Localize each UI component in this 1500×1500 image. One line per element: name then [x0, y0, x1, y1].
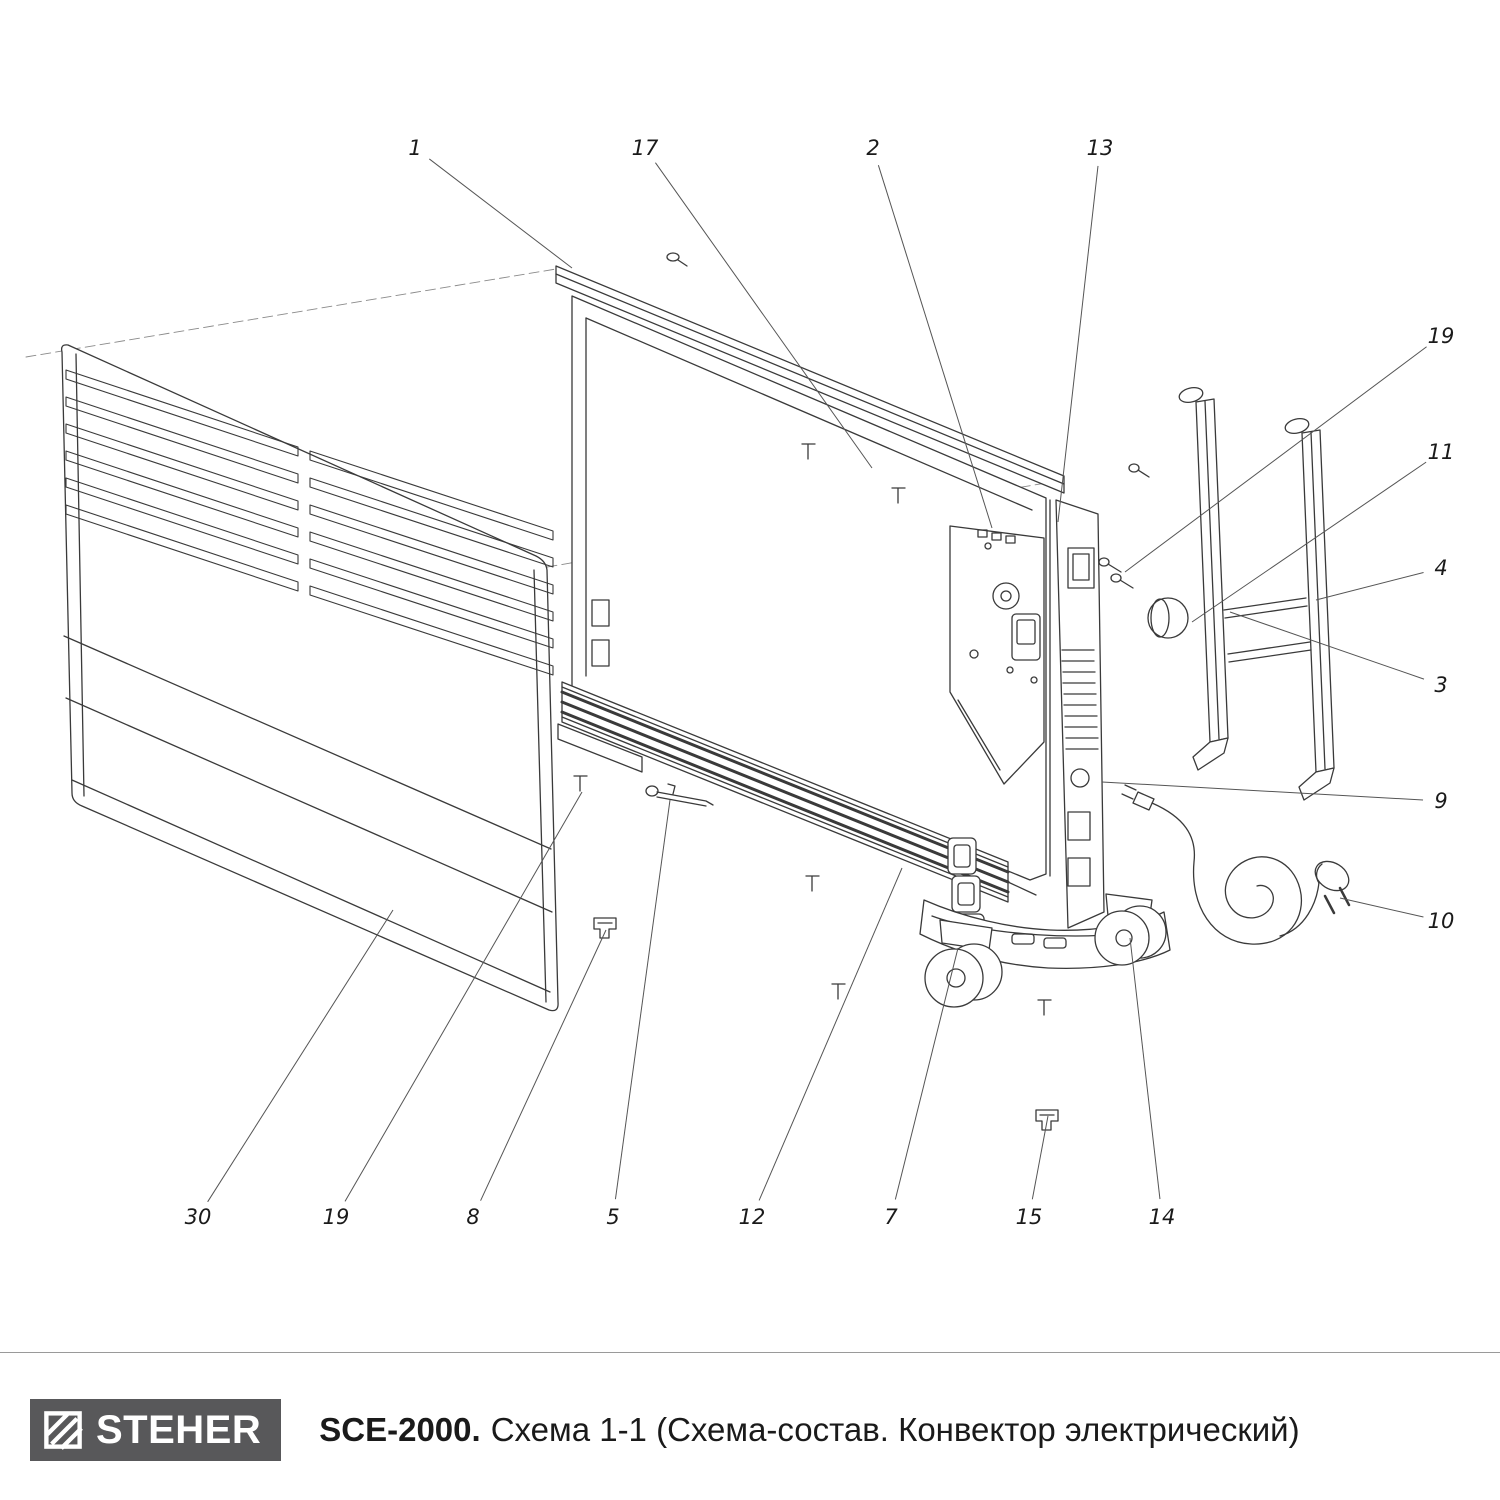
- power-plug: [1314, 860, 1351, 915]
- power-cord: [1121, 784, 1320, 945]
- leader-line-17: [655, 162, 873, 469]
- callout-14: 14: [1149, 1205, 1176, 1229]
- callout-19: 19: [1428, 324, 1455, 348]
- leader-line-4: [1315, 571, 1424, 601]
- leader-line-10: [1339, 897, 1424, 918]
- callout-15: 15: [1016, 1205, 1043, 1229]
- callout-11: 11: [1428, 440, 1455, 464]
- callout-2: 2: [866, 136, 879, 160]
- callout-1: 1: [408, 136, 421, 160]
- callout-9: 9: [1434, 789, 1447, 813]
- callout-17: 17: [632, 136, 659, 160]
- leader-line-19: [344, 791, 583, 1202]
- loose-screws: [573, 775, 1052, 1016]
- leader-line-19: [1124, 346, 1427, 573]
- callout-8: 8: [466, 1205, 479, 1229]
- brand-name: STEHER: [96, 1408, 262, 1452]
- clip-left: [593, 917, 617, 939]
- diagram-caption: SCE-2000.Схема 1-1 (Схема-состав. Конвек…: [319, 1411, 1299, 1449]
- control-box: [949, 525, 1045, 785]
- wall-bracket-right: [1284, 417, 1335, 801]
- leader-line-11: [1191, 461, 1427, 623]
- model-number: SCE-2000.: [319, 1411, 481, 1448]
- callout-3: 3: [1434, 673, 1447, 697]
- thermostat-knob: [1147, 597, 1189, 639]
- footer: STEHER SCE-2000.Схема 1-1 (Схема-состав.…: [0, 1352, 1500, 1461]
- leader-line-2: [877, 165, 993, 529]
- front-panel: [60, 344, 559, 1012]
- caster-left: [924, 919, 1003, 1008]
- fixing-pin: [645, 783, 714, 807]
- top-frame-bar: [555, 265, 1065, 494]
- leader-line-7: [894, 947, 959, 1200]
- leader-line-9: [1101, 781, 1424, 801]
- callout-13: 13: [1087, 136, 1114, 160]
- heating-element: [557, 681, 1037, 903]
- leader-line-3: [1229, 611, 1425, 680]
- caster-right: [1094, 893, 1167, 966]
- callout-12: 12: [739, 1205, 766, 1229]
- callout-10: 10: [1428, 909, 1455, 933]
- footer-divider: [0, 1352, 1500, 1353]
- bracket-cross-rails: [1223, 597, 1312, 663]
- side-panel: [1049, 499, 1105, 929]
- steher-logo: STEHER: [30, 1399, 282, 1461]
- leader-line-5: [614, 799, 671, 1200]
- callout-7: 7: [884, 1205, 898, 1229]
- caption-text: Схема 1-1 (Схема-состав. Конвектор элект…: [490, 1411, 1300, 1448]
- steher-logo-icon: [44, 1411, 83, 1450]
- screw-top: [666, 252, 688, 267]
- leader-line-30: [207, 909, 394, 1203]
- bracket-screws: [1098, 463, 1150, 589]
- callout-30: 30: [185, 1205, 212, 1229]
- callout-5: 5: [606, 1205, 619, 1229]
- louver-vents: [65, 369, 554, 676]
- leader-line-13: [1057, 165, 1099, 523]
- leader-line-14: [1129, 937, 1161, 1200]
- leader-line-15: [1031, 1115, 1049, 1200]
- wall-bracket-left: [1178, 386, 1229, 771]
- callout-4: 4: [1434, 556, 1447, 580]
- callout-19: 19: [323, 1205, 350, 1229]
- leader-line-8: [480, 929, 607, 1201]
- leader-line-1: [428, 158, 573, 269]
- leader-line-12: [758, 867, 903, 1201]
